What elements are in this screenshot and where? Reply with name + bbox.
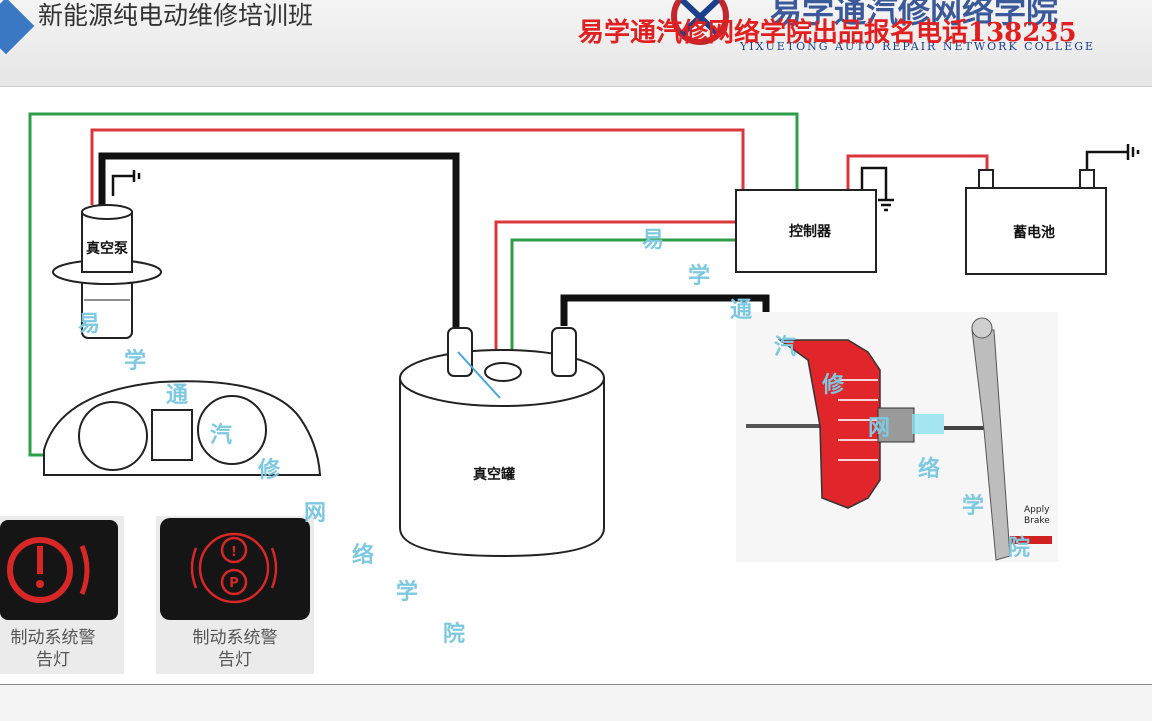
brake-booster <box>736 312 1058 562</box>
college-name-en: YIXUETONG AUTO REPAIR NETWORK COLLEGE <box>740 40 1096 53</box>
watermark-char: 易 <box>78 312 101 337</box>
black-hoses <box>98 152 800 356</box>
battery-box <box>965 169 1107 275</box>
watermark-char: 学 <box>124 349 147 374</box>
lamp-1-caption-line-1: 制动系统警 <box>10 628 96 648</box>
lamp-1-caption: 制动系统警 告灯 <box>0 627 116 671</box>
watermark-char: 络 <box>918 457 941 482</box>
vacuum-tank-label: 真空罐 <box>473 466 515 483</box>
battery-label: 蓄电池 <box>1013 224 1055 241</box>
svg-text:!: ! <box>231 545 237 560</box>
apply-brake-label-2: Brake <box>1024 516 1050 526</box>
lamp-1-caption-line-2: 告灯 <box>36 650 70 670</box>
watermark-char: 汽 <box>774 335 797 360</box>
controller-box <box>735 189 877 273</box>
warning-lamp-2: ! P <box>156 516 314 674</box>
watermark-char: 学 <box>396 580 419 605</box>
vacuum-pump <box>52 204 162 339</box>
watermark-char: 院 <box>443 622 466 647</box>
watermark-char: 通 <box>730 298 753 323</box>
green-wires <box>28 112 799 457</box>
ground-symbols <box>111 144 1140 212</box>
watermark-char: 学 <box>962 494 985 519</box>
vacuum-pump-label: 真空泵 <box>86 240 128 257</box>
vacuum-brake-diagram: 真空泵 控制器 蓄电池 真空罐 Apply <box>0 112 1140 674</box>
course-title: 新能源纯电动维修培训班 <box>38 1 314 30</box>
slide-header: 新能源纯电动维修培训班 易学通汽修网络学院 YIXUETONG AUTO REP… <box>0 0 1152 87</box>
watermark-char: 修 <box>258 458 281 483</box>
watermark-char: 修 <box>822 373 845 398</box>
apply-brake-label-1: Apply <box>1024 505 1050 515</box>
college-name: 易学通汽修网络学院 <box>770 0 1059 30</box>
controller-label: 控制器 <box>789 223 832 240</box>
watermark-char: 网 <box>304 501 327 526</box>
watermark-char: 络 <box>352 543 375 568</box>
slide-footer-bar <box>0 684 1152 721</box>
watermark-char: 院 <box>1008 536 1031 561</box>
watermark-char: 通 <box>166 383 189 408</box>
watermark-char: 汽 <box>210 423 233 448</box>
svg-text:P: P <box>229 576 239 591</box>
warning-lamp-1 <box>0 516 124 674</box>
college-emblem-icon <box>671 0 729 45</box>
vacuum-tank <box>399 327 605 558</box>
lamp-2-caption-line-2: 告灯 <box>218 650 252 670</box>
watermark-char: 易 <box>642 228 665 253</box>
red-wires <box>90 128 989 355</box>
logo-diamond-icon <box>0 0 35 55</box>
watermark-char: 学 <box>688 264 711 289</box>
enrollment-ad-text: 易学通汽修网络学院出品报名电话138235 <box>578 18 1077 48</box>
watermark-char: 网 <box>868 416 891 441</box>
lamp-2-caption: 制动系统警 告灯 <box>160 627 310 671</box>
lamp-2-caption-line-1: 制动系统警 <box>192 628 278 648</box>
instrument-cluster <box>43 380 322 476</box>
